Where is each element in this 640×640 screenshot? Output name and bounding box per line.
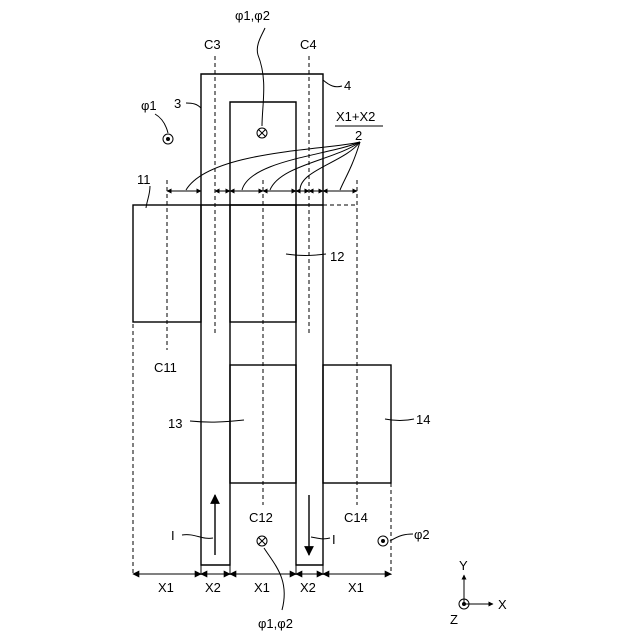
label-c14: C14 bbox=[344, 510, 368, 525]
leader-12 bbox=[286, 254, 326, 256]
current-leader-left bbox=[182, 535, 213, 539]
phi2-leader bbox=[390, 534, 413, 541]
member-13 bbox=[230, 365, 296, 483]
flux-out-of-page-icon bbox=[163, 134, 173, 144]
phi1-leader bbox=[155, 114, 168, 133]
phi12-top-leader bbox=[257, 28, 265, 126]
member-14 bbox=[323, 365, 391, 483]
leader-13 bbox=[190, 420, 244, 422]
label-14: 14 bbox=[416, 412, 430, 427]
label-c3: C3 bbox=[204, 37, 221, 52]
dim-label: X2 bbox=[300, 580, 316, 595]
dim-label: X1 bbox=[254, 580, 270, 595]
dim-label: X1 bbox=[348, 580, 364, 595]
axis-z-label: Z bbox=[450, 612, 458, 627]
dim-label: X1 bbox=[158, 580, 174, 595]
label-c11: C11 bbox=[154, 360, 177, 375]
axis-x-label: X bbox=[498, 597, 507, 612]
flux-out-of-page-icon bbox=[378, 536, 388, 546]
label-4: 4 bbox=[344, 78, 351, 93]
phi12-top-label: φ1,φ2 bbox=[235, 8, 270, 23]
phi12-bottom-leader bbox=[264, 548, 284, 610]
coil-conductor bbox=[201, 74, 323, 565]
label-11: 11 bbox=[137, 172, 151, 187]
current-label-left: I bbox=[171, 528, 175, 543]
phi12-bottom-label: φ1,φ2 bbox=[258, 616, 293, 631]
current-label-right: I bbox=[332, 532, 336, 547]
label-c12: C12 bbox=[249, 510, 273, 525]
phi1-label: φ1 bbox=[141, 98, 157, 113]
fraction-numerator: X1+X2 bbox=[336, 109, 375, 124]
leader-14 bbox=[385, 419, 414, 421]
label-12: 12 bbox=[330, 249, 344, 264]
axis-indicator bbox=[459, 575, 493, 609]
fraction-denominator: 2 bbox=[355, 128, 362, 143]
flux-into-page-icon bbox=[257, 128, 267, 138]
label-c4: C4 bbox=[300, 37, 317, 52]
dim-label: X2 bbox=[205, 580, 221, 595]
leader-3 bbox=[186, 103, 201, 108]
flux-into-page-icon bbox=[257, 536, 267, 546]
current-leader-right bbox=[311, 537, 330, 539]
leader-4 bbox=[323, 80, 342, 87]
label-3: 3 bbox=[174, 96, 181, 111]
label-13: 13 bbox=[168, 416, 182, 431]
phi2-label: φ2 bbox=[414, 527, 430, 542]
axis-y-label: Y bbox=[459, 558, 468, 573]
